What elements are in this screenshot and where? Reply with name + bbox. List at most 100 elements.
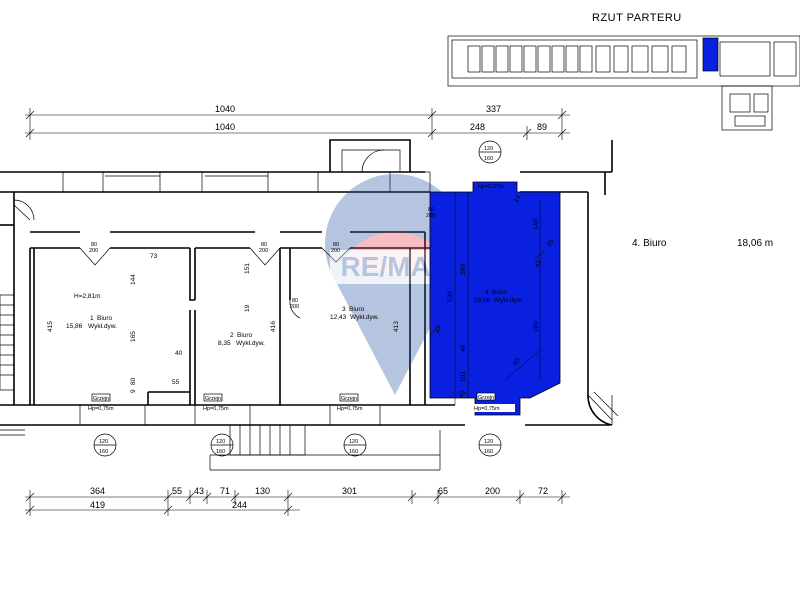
- bottom-dimensions: 364 55 43 71 130 301 65 200 72 419 244: [25, 486, 570, 516]
- dim-r1-40: 40: [175, 350, 183, 357]
- bottom-dim-55: 55: [172, 486, 182, 496]
- room-2-floor: Wykł.dyw.: [236, 340, 265, 347]
- svg-text:160: 160: [216, 449, 225, 455]
- room-3-hp: Hp=0,75m: [337, 406, 363, 412]
- dim-r1-55: 55: [172, 379, 180, 386]
- radiator-labels: Grzejn. Hp=0,75m Grzejn. Hp=0,75m Grzejn…: [88, 392, 515, 412]
- room-1-number: 1: [90, 315, 94, 322]
- dim-r1-165: 165: [130, 331, 137, 342]
- room-4-lines: [429, 192, 546, 405]
- door-4-width: 80: [292, 298, 298, 304]
- bottom-dim-43: 43: [194, 486, 204, 496]
- bottom-dim-72: 72: [538, 486, 548, 496]
- door-2-width: 80: [261, 242, 267, 248]
- room-3-area: 12,43: [330, 314, 347, 321]
- dim-r4-14: 14: [513, 194, 523, 204]
- dim-r4-93: 93: [512, 357, 522, 367]
- room-3-grzejn: Grzejn.: [341, 396, 359, 402]
- window-tag: 120 160: [210, 433, 234, 457]
- room-2-label: 2 Biuro 8,35 Wykł.dyw.: [218, 332, 265, 347]
- door-5-width: 80: [428, 207, 434, 213]
- room-4-number: 4: [485, 289, 489, 296]
- dim-r1-73: 73: [150, 253, 158, 260]
- top-dim-89: 89: [537, 122, 547, 132]
- room-1-name: Biuro: [97, 315, 113, 322]
- room-3-name: Biuro: [349, 306, 365, 313]
- dim-r4-43-c: 43: [457, 389, 467, 399]
- room-4-hp-top: Hp=0,37m: [478, 184, 504, 190]
- room-2-grzejn: Grzejn.: [205, 396, 223, 402]
- svg-text:120: 120: [484, 439, 493, 445]
- room-1-hp: Hp=0,75m: [88, 406, 114, 412]
- svg-text:160: 160: [484, 156, 493, 162]
- dim-r4-390: 390: [460, 264, 467, 275]
- dim-r4-539: 539: [447, 291, 454, 302]
- bottom-dim-200: 200: [485, 486, 500, 496]
- room-4-area: 18,06: [474, 297, 491, 304]
- door-1-width: 80: [91, 242, 97, 248]
- room-1-label: H=2,81m 1 Biuro 15,86 Wykł.dyw.: [66, 293, 117, 330]
- svg-text:160: 160: [349, 449, 358, 455]
- dim-r4-43-b: 43: [534, 259, 544, 269]
- svg-text:120: 120: [349, 439, 358, 445]
- dim-r4-43-a: 43: [435, 325, 442, 333]
- window-tag: 120 160: [343, 433, 367, 457]
- room-2-number: 2: [230, 332, 234, 339]
- key-plan-highlight: [702, 37, 719, 72]
- room-4-hp: Hp=0,75m: [474, 406, 500, 412]
- legend-room-area: 18,06 m: [737, 238, 773, 249]
- room-2-hp: Hp=0,75m: [203, 406, 229, 412]
- room-3-floor: Wykł.dyw.: [350, 314, 379, 321]
- door-3-width: 80: [333, 242, 339, 248]
- bottom-dim-419: 419: [90, 500, 105, 510]
- svg-text:120: 120: [484, 146, 493, 152]
- bottom-dim-301: 301: [342, 486, 357, 496]
- top-dimensions: 1040 337 1040 248 89: [25, 104, 570, 140]
- dim-r4-289: 289: [533, 321, 540, 332]
- room-1-height: H=2,81m: [74, 293, 101, 300]
- room-2-area: 8,35: [218, 340, 231, 347]
- door-2-height: 200: [259, 248, 268, 254]
- svg-text:160: 160: [99, 449, 108, 455]
- window-tag: 120 160: [93, 433, 117, 457]
- dim-r1-144: 144: [130, 274, 137, 285]
- top-dim-337: 337: [486, 104, 501, 114]
- room-dimensions: 415 144 165 80 9 73 40 55 151 19 416 413…: [47, 194, 556, 400]
- key-plan: RZUT PARTERU: [447, 12, 800, 131]
- plan-title: RZUT PARTERU: [592, 12, 682, 24]
- room-legend: 4. Biuro 18,06 m: [632, 238, 773, 249]
- door-5-height: 200: [426, 213, 435, 219]
- room-4-label: 4 Biuro 18,06 Wykł.dyw. Hp=0,37m: [474, 184, 523, 304]
- legend-room-label: 4. Biuro: [632, 238, 667, 249]
- dim-r2-19: 19: [244, 304, 251, 312]
- dim-r1-9: 9: [130, 389, 137, 393]
- dim-r2-416: 416: [270, 321, 277, 332]
- window-tag: 120 160: [478, 140, 502, 164]
- dim-r3-413: 413: [393, 321, 400, 332]
- dim-r4-101: 101: [460, 371, 467, 382]
- svg-text:120: 120: [99, 439, 108, 445]
- dim-r1-80: 80: [130, 377, 137, 385]
- window-tag: 120 160: [478, 433, 502, 457]
- dim-r4-148: 148: [533, 219, 540, 230]
- bottom-dim-71: 71: [220, 486, 230, 496]
- top-dim-1040-a: 1040: [215, 104, 235, 114]
- bottom-dim-130: 130: [255, 486, 270, 496]
- room-4-grzejn: Grzejn.: [478, 395, 496, 401]
- room-1-area: 15,86: [66, 323, 83, 330]
- dim-r4-25: 25: [546, 238, 556, 248]
- room-3-label: 3 Biuro 12,43 Wykł.dyw.: [330, 306, 379, 321]
- top-dim-248: 248: [470, 122, 485, 132]
- bottom-dim-244: 244: [232, 500, 247, 510]
- room-4-highlight: [429, 181, 561, 416]
- walls: [0, 139, 619, 471]
- door-4-height: 200: [290, 304, 299, 310]
- bottom-dim-65: 65: [438, 486, 448, 496]
- svg-text:120: 120: [216, 439, 225, 445]
- room-1-floor: Wykł.dyw.: [88, 323, 117, 330]
- svg-text:160: 160: [484, 449, 493, 455]
- bottom-dim-364: 364: [90, 486, 105, 496]
- dim-r1-415: 415: [47, 321, 54, 332]
- dim-r4-48: 48: [460, 344, 467, 352]
